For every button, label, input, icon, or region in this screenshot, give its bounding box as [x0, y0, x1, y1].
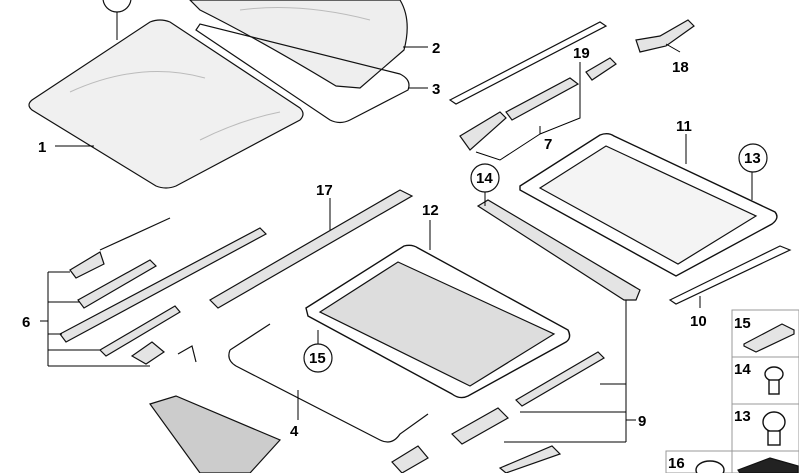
rail-parts-6[interactable] [59, 217, 267, 365]
callout-3[interactable]: 3 [432, 81, 440, 98]
sunblind-frame-part-11[interactable] [519, 133, 778, 277]
callout-circle-13 [738, 143, 768, 173]
screw-large-icon [762, 411, 786, 446]
grommet-icon [695, 460, 725, 473]
callout-circle-15 [303, 343, 333, 373]
pad-icon [743, 323, 795, 353]
callout-15[interactable]: 15 [309, 350, 326, 367]
callout-17[interactable]: 17 [316, 182, 333, 199]
callout-4[interactable]: 4 [290, 423, 299, 440]
legend-label-13: 13 [734, 408, 751, 425]
callout-circle-14 [470, 163, 500, 193]
mechanism-part-7[interactable] [459, 77, 580, 151]
callout-12[interactable]: 12 [422, 202, 439, 219]
callout-14[interactable]: 14 [476, 170, 493, 187]
seal-strip-part-10[interactable] [668, 245, 792, 305]
callout-2[interactable]: 2 [432, 40, 440, 57]
screw-small-icon [764, 366, 784, 395]
legend-label-16: 16 [668, 455, 685, 472]
wind-deflector-part-14[interactable] [476, 199, 641, 301]
callout-7[interactable]: 7 [544, 136, 552, 153]
leader-lines [40, 43, 753, 443]
callout-10[interactable]: 10 [690, 313, 707, 330]
sunshade-part-12[interactable] [305, 244, 571, 399]
roof-cover-part[interactable] [189, 0, 408, 89]
seal-frame-part[interactable] [195, 23, 410, 124]
callout-11[interactable]: 11 [676, 118, 692, 135]
hardware-legend: 15 14 13 16 [665, 309, 799, 473]
callout-6[interactable]: 6 [22, 314, 30, 331]
callout-13[interactable]: 13 [744, 150, 761, 167]
callout-1[interactable]: 1 [38, 139, 46, 156]
glass-panel-part[interactable] [28, 0, 304, 189]
slider-part-19[interactable] [585, 57, 617, 81]
callout-9[interactable]: 9 [638, 413, 646, 430]
callout-18[interactable]: 18 [672, 59, 689, 76]
legend-label-14: 14 [734, 361, 751, 378]
guide-rail-part-19[interactable] [448, 21, 608, 105]
callout-19[interactable]: 19 [573, 45, 590, 62]
guide-rail-part-17[interactable] [209, 189, 414, 309]
mechanism-parts-9[interactable] [391, 351, 605, 473]
callout-circle-cut-off [102, 0, 132, 13]
legend-label-15: 15 [734, 315, 751, 332]
drain-hose-part-4[interactable] [228, 323, 429, 443]
trim-panel-part[interactable] [149, 395, 282, 473]
bracket-part-18[interactable] [635, 19, 695, 53]
